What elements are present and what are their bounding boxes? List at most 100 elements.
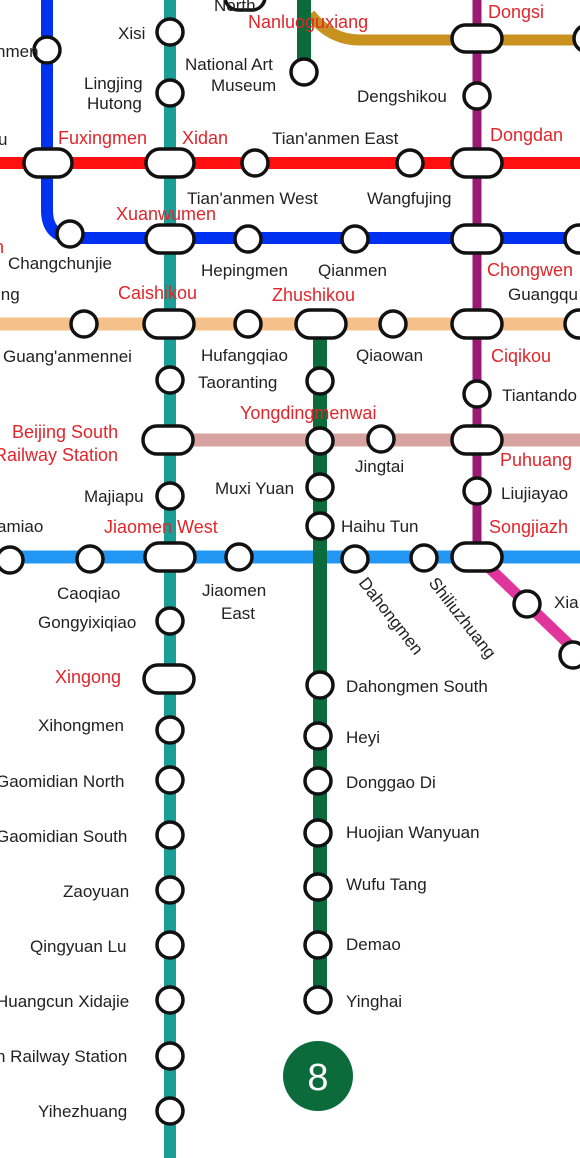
station-tiananmen-west[interactable] [240, 148, 270, 178]
station-xuanwumen[interactable] [144, 223, 196, 255]
label-tiantandongmen: Tiantando [502, 386, 577, 405]
station-lingjing-hutong[interactable] [155, 78, 185, 108]
label-tiananmen-west: Tian'anmen West [187, 189, 318, 208]
stations [0, 0, 580, 1126]
station-chongwenmen-east[interactable] [563, 223, 580, 255]
label-xingong: Xingong [55, 667, 121, 687]
station-changchunjie[interactable] [55, 219, 85, 249]
label-gongyixiqiao: Gongyixiqiao [38, 613, 136, 632]
station-jiaomen-east[interactable] [224, 542, 254, 572]
station-nmen[interactable] [32, 35, 62, 65]
station-national-art-museum[interactable] [289, 57, 319, 87]
station-dahongmen[interactable] [340, 544, 370, 574]
station-huojian-wanyuan[interactable] [303, 818, 333, 848]
station-labels: North Nanluoguxiang Dongsi nmen Xisi Nat… [0, 0, 579, 1121]
label-huangcun-xidajie: Huangcun Xidajie [0, 992, 129, 1011]
station-gongyixiqiao[interactable] [155, 606, 185, 636]
label-beijing-south-1: Beijing South [12, 422, 118, 442]
label-yihezhuang: Yihezhuang [38, 1102, 127, 1121]
station-yihezhuang[interactable] [155, 1096, 185, 1126]
station-caishikou[interactable] [142, 308, 196, 340]
station-songjiazhuang[interactable] [450, 541, 504, 573]
line-8-badge-circle [283, 1041, 353, 1111]
station-caoqiao[interactable] [75, 544, 105, 574]
station-zhushikou-south[interactable] [305, 366, 335, 396]
label-dengshikou: Dengshikou [357, 87, 447, 106]
label-qianmen: Qianmen [318, 261, 387, 280]
label-chongwenmen: Chongwen [487, 260, 573, 280]
station-hepingmen[interactable] [233, 224, 263, 254]
station-ciqikou[interactable] [450, 308, 504, 340]
station-yinghai[interactable] [303, 985, 333, 1015]
station-puhuangyu[interactable] [450, 424, 504, 456]
station-liujiayao[interactable] [462, 476, 492, 506]
station-demao[interactable] [303, 930, 333, 960]
station-qiaowan[interactable] [378, 309, 408, 339]
label-liujiayao: Liujiayao [501, 484, 568, 503]
station-shiliuzhuang[interactable] [409, 543, 439, 573]
station-guangqumennei[interactable] [563, 308, 580, 340]
label-xidan: Xidan [182, 128, 228, 148]
station-xiaohongmen[interactable] [558, 640, 580, 670]
station-qingyuan-lu[interactable] [155, 930, 185, 960]
label-dongsi: Dongsi [488, 2, 544, 22]
label-north: North [214, 0, 256, 15]
label-lingjing-2: Hutong [87, 94, 142, 113]
label-heyi: Heyi [346, 728, 380, 747]
station-yongdingmenwai[interactable] [305, 426, 335, 456]
station-zhushikou[interactable] [294, 308, 348, 340]
station-gaomidian-south[interactable] [155, 820, 185, 850]
label-dahongmen-south: Dahongmen South [346, 677, 488, 696]
station-xihongmen[interactable] [155, 715, 185, 745]
station-wufu-tang[interactable] [303, 872, 333, 902]
station-dongsi[interactable] [450, 23, 504, 54]
label-wangfujing: Wangfujing [367, 189, 451, 208]
station-fuxingmen[interactable] [22, 147, 74, 179]
label-zhushikou: Zhushikou [272, 285, 355, 305]
label-zaoyuan: Zaoyuan [63, 882, 129, 901]
label-guangqumennei: Guangqu [508, 285, 578, 304]
station-xingong[interactable] [142, 663, 196, 695]
station-north-marker[interactable] [223, 0, 267, 12]
station-huangcun-xidajie[interactable] [155, 985, 185, 1015]
station-qianmen[interactable] [340, 224, 370, 254]
station-amiao[interactable] [0, 545, 25, 575]
line-8-badge[interactable]: 8 [283, 1041, 353, 1111]
station-xiaocun[interactable] [512, 589, 542, 619]
station-huangcun-railway-station[interactable] [155, 1041, 185, 1071]
station-dongsi-east[interactable] [572, 25, 580, 52]
station-xidan[interactable] [144, 147, 196, 179]
station-dahongmen-south[interactable] [305, 670, 335, 700]
station-dongdan[interactable] [450, 147, 504, 179]
station-zaoyuan[interactable] [155, 875, 185, 905]
station-taoranting[interactable] [155, 365, 185, 395]
station-heyi[interactable] [303, 721, 333, 751]
station-chongwenmen[interactable] [450, 223, 504, 255]
label-ciqikou: Ciqikou [491, 346, 551, 366]
label-changchunjie: Changchunjie [8, 254, 112, 273]
label-muxiyuan: Muxi Yuan [215, 479, 294, 498]
station-donggaodi[interactable] [303, 766, 333, 796]
station-tiantandongmen[interactable] [462, 379, 492, 409]
station-haihutun[interactable] [305, 511, 335, 541]
label-national-art-museum-1: National Art [185, 55, 273, 74]
station-gaomidian-north[interactable] [155, 765, 185, 795]
station-hufangqiao[interactable] [233, 309, 263, 339]
line-6-track [305, 10, 580, 46]
station-muxiyuan[interactable] [305, 472, 335, 502]
label-nmen: nmen [0, 42, 39, 61]
label-hepingmen: Hepingmen [201, 261, 288, 280]
label-caishikou: Caishikou [118, 283, 197, 303]
station-dengshikou[interactable] [462, 81, 492, 111]
label-railway-station-left: n Railway Station [0, 1047, 127, 1066]
station-xisi[interactable] [155, 17, 185, 47]
label-jingtai: Jingtai [355, 457, 404, 476]
station-majiapu[interactable] [155, 481, 185, 511]
label-xisi: Xisi [118, 24, 145, 43]
station-beijing-south[interactable] [141, 424, 195, 456]
station-jingtai[interactable] [366, 424, 396, 454]
station-jiaomen-west[interactable] [143, 541, 197, 573]
station-guanganmennei[interactable] [69, 309, 99, 339]
station-tiananmen-east[interactable] [395, 148, 425, 178]
